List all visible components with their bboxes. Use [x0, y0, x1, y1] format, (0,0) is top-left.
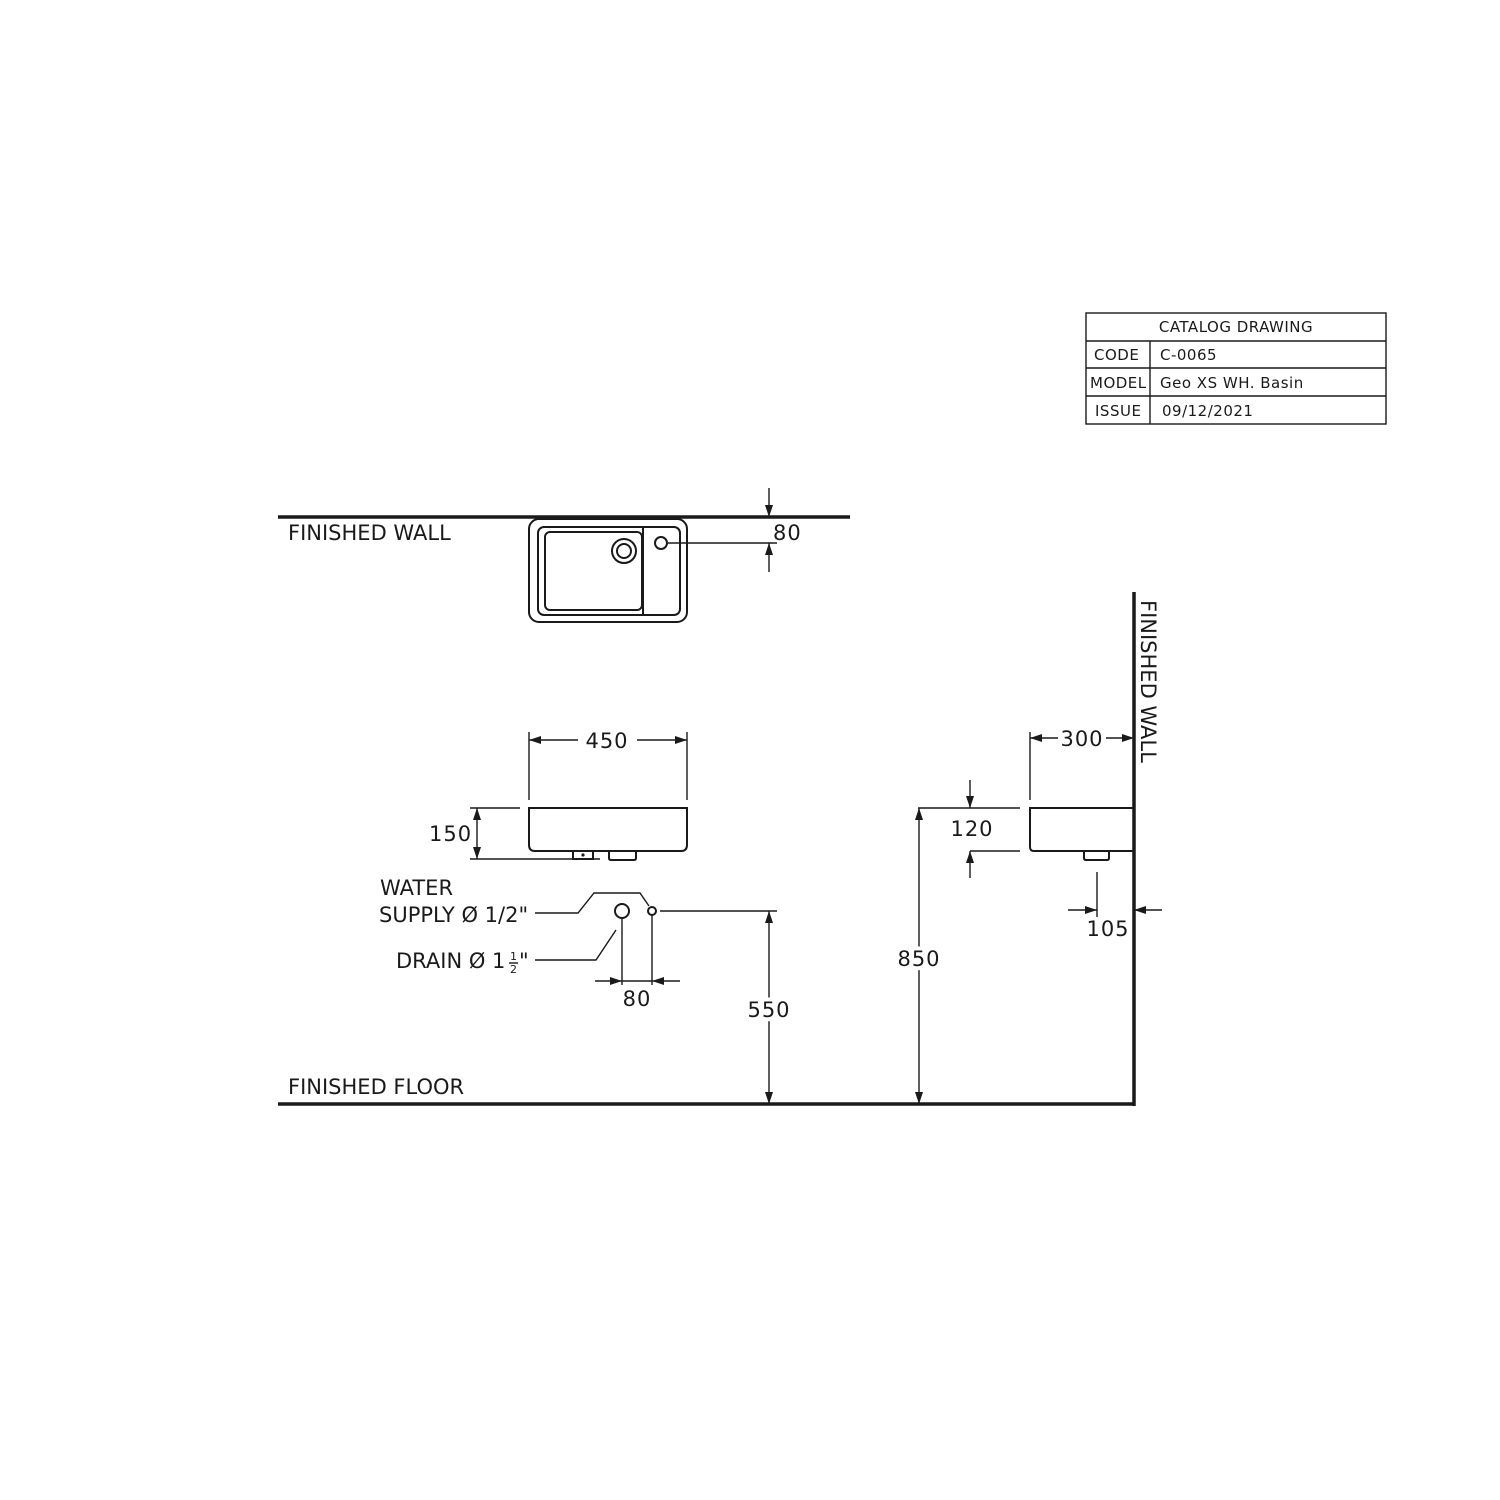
drain-point — [614, 903, 630, 919]
drain-fraction-den: 2 — [510, 963, 517, 976]
issue-value: 09/12/2021 — [1162, 402, 1253, 420]
dim-width-450: 450 — [585, 729, 628, 753]
drain-outlet-side — [1083, 851, 1110, 861]
dim-drain-spacing-80: 80 — [623, 987, 652, 1011]
code-key: CODE — [1094, 346, 1139, 364]
issue-key: ISSUE — [1095, 402, 1141, 420]
title-block-heading: CATALOG DRAWING — [1159, 318, 1313, 336]
finished-wall-top-label: FINISHED WALL — [288, 521, 451, 545]
model-value: Geo XS WH. Basin — [1160, 374, 1304, 392]
drain-label-text: DRAIN Ø 1 — [396, 949, 505, 973]
dim-depth-300: 300 — [1060, 727, 1103, 751]
drain-circle-outer — [611, 538, 637, 564]
basin-outline-plan — [528, 518, 688, 623]
drain-outlet-front — [608, 851, 637, 861]
water-supply-label-line1: WATER — [380, 876, 453, 900]
dim-wall-offset-80: 80 — [773, 521, 802, 545]
title-block: CATALOG DRAWING CODE C-0065 MODEL Geo XS… — [1085, 312, 1387, 425]
drain-fraction-num: 1 — [510, 950, 517, 963]
basin-side — [1029, 807, 1135, 852]
basin-front — [528, 807, 688, 852]
finished-floor-label: FINISHED FLOOR — [288, 1075, 464, 1099]
dim-drain-offset-105: 105 — [1086, 917, 1129, 941]
drain-circle-inner — [616, 543, 632, 559]
drain-label: DRAIN Ø 1 1 2 " — [396, 949, 529, 976]
supply-point — [647, 906, 657, 916]
finished-wall-side-label: FINISHED WALL — [1136, 600, 1160, 763]
dim-rim-height-850: 850 — [897, 947, 940, 971]
model-key: MODEL — [1090, 374, 1147, 392]
dim-supply-height-550: 550 — [747, 998, 790, 1022]
dim-side-height-120: 120 — [950, 817, 993, 841]
side-elevation: FINISHED WALL 300 120 105 850 — [893, 592, 1162, 1106]
dim-front-height-150: 150 — [429, 822, 472, 846]
drain-label-suffix: " — [519, 949, 529, 973]
tap-hole — [654, 536, 668, 550]
water-supply-label-line2: SUPPLY Ø 1/2" — [379, 903, 528, 927]
basin-rim-plan — [537, 526, 681, 616]
bowl-plan — [544, 531, 643, 611]
plan-view: FINISHED WALL 80 — [278, 488, 850, 623]
code-value: C-0065 — [1160, 346, 1217, 364]
front-elevation: 450 150 80 WATER SUPPLY Ø 1/2" DRAIN Ø 1… — [278, 729, 1134, 1106]
